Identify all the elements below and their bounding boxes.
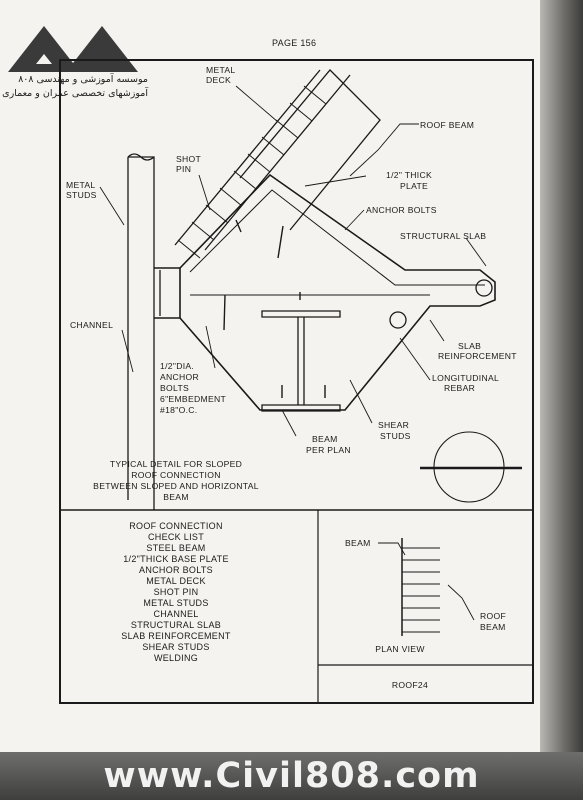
page-number: PAGE 156 [272, 38, 316, 48]
logo-icon [8, 26, 138, 72]
channel-shape [154, 267, 181, 319]
caption-line-1: TYPICAL DETAIL FOR SLOPED [110, 459, 242, 469]
drawing-sheet [0, 0, 540, 752]
section-circle-icon [420, 431, 522, 503]
checklist-item: METAL STUDS [143, 598, 208, 608]
detail-caption: TYPICAL DETAIL FOR SLOPED ROOF CONNECTIO… [93, 459, 259, 502]
label-shot-pin-1: SHOT [176, 154, 202, 164]
checklist-item: METAL DECK [146, 576, 206, 586]
label-channel: CHANNEL [70, 320, 113, 330]
caption-line-4: BEAM [163, 492, 189, 502]
watermark-text: www.Civil808.com [103, 756, 480, 796]
label-shot-pin-2: PIN [176, 164, 191, 174]
plan-view-drawing [378, 538, 475, 636]
label-shear-studs-1: SHEAR [378, 420, 409, 430]
page-edge-shadow [540, 0, 583, 752]
roof-beam-sloped [239, 69, 381, 231]
label-roof-beam: ROOF BEAM [420, 120, 474, 130]
steel-beam-top-flange [261, 310, 341, 318]
label-shear-studs-2: STUDS [380, 431, 411, 441]
checklist-item: 1/2"THICK BASE PLATE [123, 554, 229, 564]
plan-view-roof-beam-1: ROOF [480, 611, 506, 621]
metal-studs-wall [127, 156, 155, 510]
label-anchor-note-4: 6"EMBEDMENT [160, 394, 226, 404]
metal-deck-outline [174, 69, 351, 251]
watermark-banner [0, 752, 583, 800]
plan-view-title: PLAN VIEW [375, 644, 425, 654]
label-metal-studs-1: METAL [66, 180, 96, 190]
checklist-item: WELDING [154, 653, 198, 663]
checklist-item: ANCHOR BOLTS [139, 565, 213, 575]
checklist-item: SLAB REINFORCEMENT [121, 631, 231, 641]
caption-line-3: BETWEEN SLOPED AND HORIZONTAL [93, 481, 259, 491]
label-anchor-bolts: ANCHOR BOLTS [366, 205, 437, 215]
label-anchor-note-3: BOLTS [160, 383, 189, 393]
steel-beam-bottom-flange [261, 404, 341, 412]
label-beam-per-plan-2: PER PLAN [306, 445, 351, 455]
checklist-item: CHECK LIST [148, 532, 204, 542]
label-anchor-note-5: #18"O.C. [160, 405, 197, 415]
label-beam-per-plan-1: BEAM [312, 434, 338, 444]
caption-line-2: ROOF CONNECTION [131, 470, 220, 480]
anchor-bolts [223, 219, 326, 398]
label-anchor-note-2: ANCHOR [160, 372, 199, 382]
concrete-encasement [179, 173, 496, 411]
rebar-circle-icon [389, 311, 407, 329]
drawing-code: ROOF24 [392, 680, 428, 690]
checklist-item: CHANNEL [153, 609, 198, 619]
label-metal-deck-1: METAL [206, 65, 236, 75]
checklist-item: STEEL BEAM [146, 543, 205, 553]
checklist-item: SHEAR STUDS [142, 642, 209, 652]
label-slab-reinforcement-1: SLAB [458, 341, 481, 351]
checklist: ROOF CONNECTION CHECK LIST STEEL BEAM 1/… [121, 521, 231, 663]
sheet-frame [59, 59, 534, 704]
label-slab-reinforcement-2: REINFORCEMENT [438, 351, 517, 361]
label-structural-slab: STRUCTURAL SLAB [400, 231, 486, 241]
plan-view-beam-label: BEAM [345, 538, 371, 548]
label-longitudinal-rebar-2: REBAR [444, 383, 475, 393]
label-thick-plate-1: 1/2" THICK [386, 170, 432, 180]
steel-beam-web [297, 317, 305, 405]
logo-text-line1: موسسه آموزشی و مهندسی ۸۰۸ [18, 72, 148, 85]
connection-detail [127, 69, 496, 510]
label-metal-deck-2: DECK [206, 75, 231, 85]
logo-text-line2: آموزشهای تخصصی عمران و معماری [2, 86, 148, 99]
plan-view-roof-beam-2: BEAM [480, 622, 506, 632]
label-metal-studs-2: STUDS [66, 190, 97, 200]
label-thick-plate-2: PLATE [400, 181, 428, 191]
label-anchor-note-1: 1/2"DIA. [160, 361, 194, 371]
label-longitudinal-rebar-1: LONGITUDINAL [432, 373, 499, 383]
checklist-item: SHOT PIN [154, 587, 199, 597]
longitudinal-rebar-icon [475, 279, 493, 297]
checklist-item: ROOF CONNECTION [129, 521, 223, 531]
leader-lines [99, 85, 487, 437]
checklist-item: STRUCTURAL SLAB [131, 620, 221, 630]
